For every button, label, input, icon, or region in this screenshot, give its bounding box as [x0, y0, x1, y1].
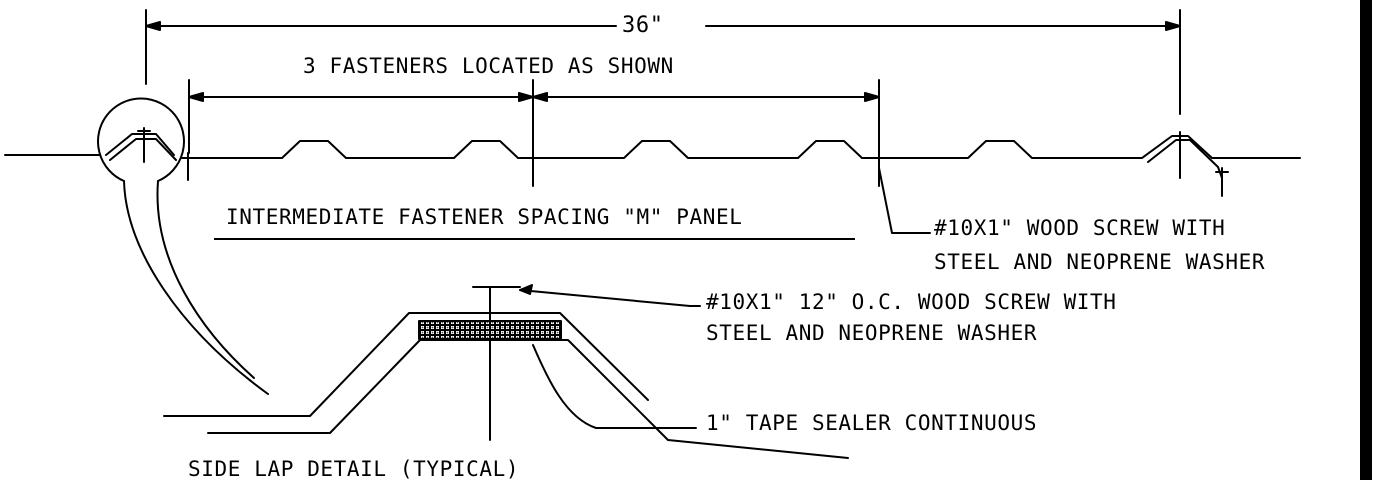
dimension-36-label: 36" [622, 13, 664, 38]
side-lap-overlap-right [1147, 139, 1223, 179]
fastener-marks [181, 131, 1229, 197]
fasteners-located-label: 3 FASTENERS LOCATED AS SHOWN [303, 54, 674, 78]
m-panel-profile [4, 135, 1301, 159]
leader-wood-screw-1 [878, 167, 931, 234]
wood-screw-note-1: #10X1" WOOD SCREW WITH STEEL AND NEOPREN… [934, 216, 1266, 274]
wood-screw-note-2: #10X1" 12" O.C. WOOD SCREW WITH STEEL AN… [706, 290, 1117, 345]
detail-callout-circle [97, 97, 269, 395]
intermediate-spacing-underline [214, 238, 855, 240]
overall-dimension [145, 9, 1181, 115]
side-lap-detail [163, 284, 849, 459]
side-lap-detail-label: SIDE LAP DETAIL (TYPICAL) [188, 457, 520, 480]
fastener-dimension [188, 79, 880, 154]
tape-sealer-label: 1" TAPE SEALER CONTINUOUS [706, 411, 1038, 435]
intermediate-spacing-label: INTERMEDIATE FASTENER SPACING "M" PANEL [226, 205, 743, 229]
